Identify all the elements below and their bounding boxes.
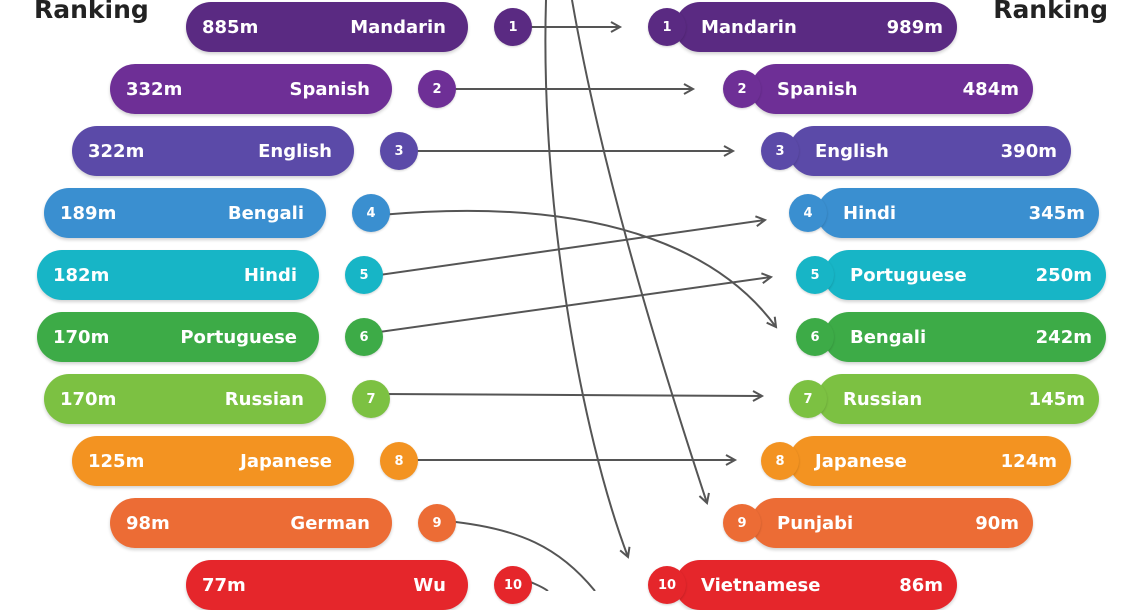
language-name: English <box>815 140 889 162</box>
speakers-value: 86m <box>899 574 943 596</box>
language-name: Portuguese <box>180 326 297 348</box>
left-rank-circle-8: 8 <box>380 442 418 480</box>
speakers-value: 242m <box>1035 326 1092 348</box>
language-name: Japanese <box>240 450 332 472</box>
left-language-bar-3: 322m English <box>72 126 354 176</box>
right-rank-circle-3: 3 <box>761 132 799 170</box>
right-rank-circle-1: 1 <box>648 8 686 46</box>
language-name: Spanish <box>777 78 858 100</box>
right-rank-circle-6: 6 <box>796 318 834 356</box>
speakers-value: 989m <box>886 16 943 38</box>
language-name: Mandarin <box>350 16 446 38</box>
left-language-bar-10: 77m Wu <box>186 560 468 610</box>
left-language-bar-2: 332m Spanish <box>110 64 392 114</box>
left-rank-circle-9: 9 <box>418 504 456 542</box>
speakers-value: 345m <box>1028 202 1085 224</box>
left-ranking-heading: Ranking <box>34 0 149 24</box>
language-name: Russian <box>843 388 923 410</box>
left-language-bar-7: 170m Russian <box>44 374 326 424</box>
language-name: Wu <box>413 574 446 596</box>
language-name: English <box>258 140 332 162</box>
language-name: Japanese <box>815 450 907 472</box>
left-language-bar-6: 170m Portuguese <box>37 312 319 362</box>
right-language-bar-7: Russian 145m <box>817 374 1099 424</box>
right-ranking-heading: Ranking <box>993 0 1108 24</box>
speakers-value: 390m <box>1000 140 1057 162</box>
right-rank-circle-4: 4 <box>789 194 827 232</box>
speakers-value: 170m <box>60 388 117 410</box>
left-rank-circle-2: 2 <box>418 70 456 108</box>
right-language-bar-2: Spanish 484m <box>751 64 1033 114</box>
right-language-bar-4: Hindi 345m <box>817 188 1099 238</box>
right-language-bar-10: Vietnamese 86m <box>675 560 957 610</box>
language-name: Mandarin <box>701 16 797 38</box>
right-language-bar-1: Mandarin 989m <box>675 2 957 52</box>
right-rank-circle-2: 2 <box>723 70 761 108</box>
right-rank-circle-10: 10 <box>648 566 686 604</box>
language-name: Hindi <box>843 202 897 224</box>
left-rank-circle-4: 4 <box>352 194 390 232</box>
speakers-value: 145m <box>1028 388 1085 410</box>
language-name: Spanish <box>289 78 370 100</box>
right-rank-circle-9: 9 <box>723 504 761 542</box>
left-language-bar-8: 125m Japanese <box>72 436 354 486</box>
language-name: Portuguese <box>850 264 967 286</box>
speakers-value: 124m <box>1000 450 1057 472</box>
speakers-value: 98m <box>126 512 170 534</box>
arrow-russian <box>381 390 765 402</box>
right-language-bar-8: Japanese 124m <box>789 436 1071 486</box>
speakers-value: 885m <box>202 16 259 38</box>
arrow-portuguese <box>371 272 774 334</box>
right-language-bar-9: Punjabi 90m <box>751 498 1033 548</box>
left-rank-circle-7: 7 <box>352 380 390 418</box>
left-language-bar-1: 885m Mandarin <box>186 2 468 52</box>
language-name: Vietnamese <box>701 574 821 596</box>
language-name: Punjabi <box>777 512 854 534</box>
speakers-value: 170m <box>53 326 110 348</box>
language-name: Russian <box>224 388 304 410</box>
right-language-bar-3: English 390m <box>789 126 1071 176</box>
arrow-hindi <box>371 215 768 277</box>
right-rank-circle-5: 5 <box>796 256 834 294</box>
left-rank-circle-1: 1 <box>494 8 532 46</box>
right-language-bar-5: Portuguese 250m <box>824 250 1106 300</box>
left-language-bar-9: 98m German <box>110 498 392 548</box>
right-rank-circle-7: 7 <box>789 380 827 418</box>
arrow-vietnamese <box>544 0 631 559</box>
right-rank-circle-8: 8 <box>761 442 799 480</box>
left-rank-circle-10: 10 <box>494 566 532 604</box>
language-name: Bengali <box>227 202 304 224</box>
speakers-value: 125m <box>88 450 145 472</box>
speakers-value: 182m <box>53 264 110 286</box>
speakers-value: 484m <box>962 78 1019 100</box>
left-language-bar-5: 182m Hindi <box>37 250 319 300</box>
right-language-bar-6: Bengali 242m <box>824 312 1106 362</box>
speakers-value: 332m <box>126 78 183 100</box>
speakers-value: 322m <box>88 140 145 162</box>
language-name: German <box>290 512 370 534</box>
language-name: Hindi <box>243 264 297 286</box>
speakers-value: 250m <box>1035 264 1092 286</box>
speakers-value: 90m <box>975 512 1019 534</box>
arrow-bengali <box>379 209 778 329</box>
language-name: Bengali <box>850 326 927 348</box>
left-rank-circle-6: 6 <box>345 318 383 356</box>
left-language-bar-4: 189m Bengali <box>44 188 326 238</box>
speakers-value: 77m <box>202 574 246 596</box>
arrow-punjabi <box>571 0 710 505</box>
speakers-value: 189m <box>60 202 117 224</box>
left-rank-circle-5: 5 <box>345 256 383 294</box>
left-rank-circle-3: 3 <box>380 132 418 170</box>
